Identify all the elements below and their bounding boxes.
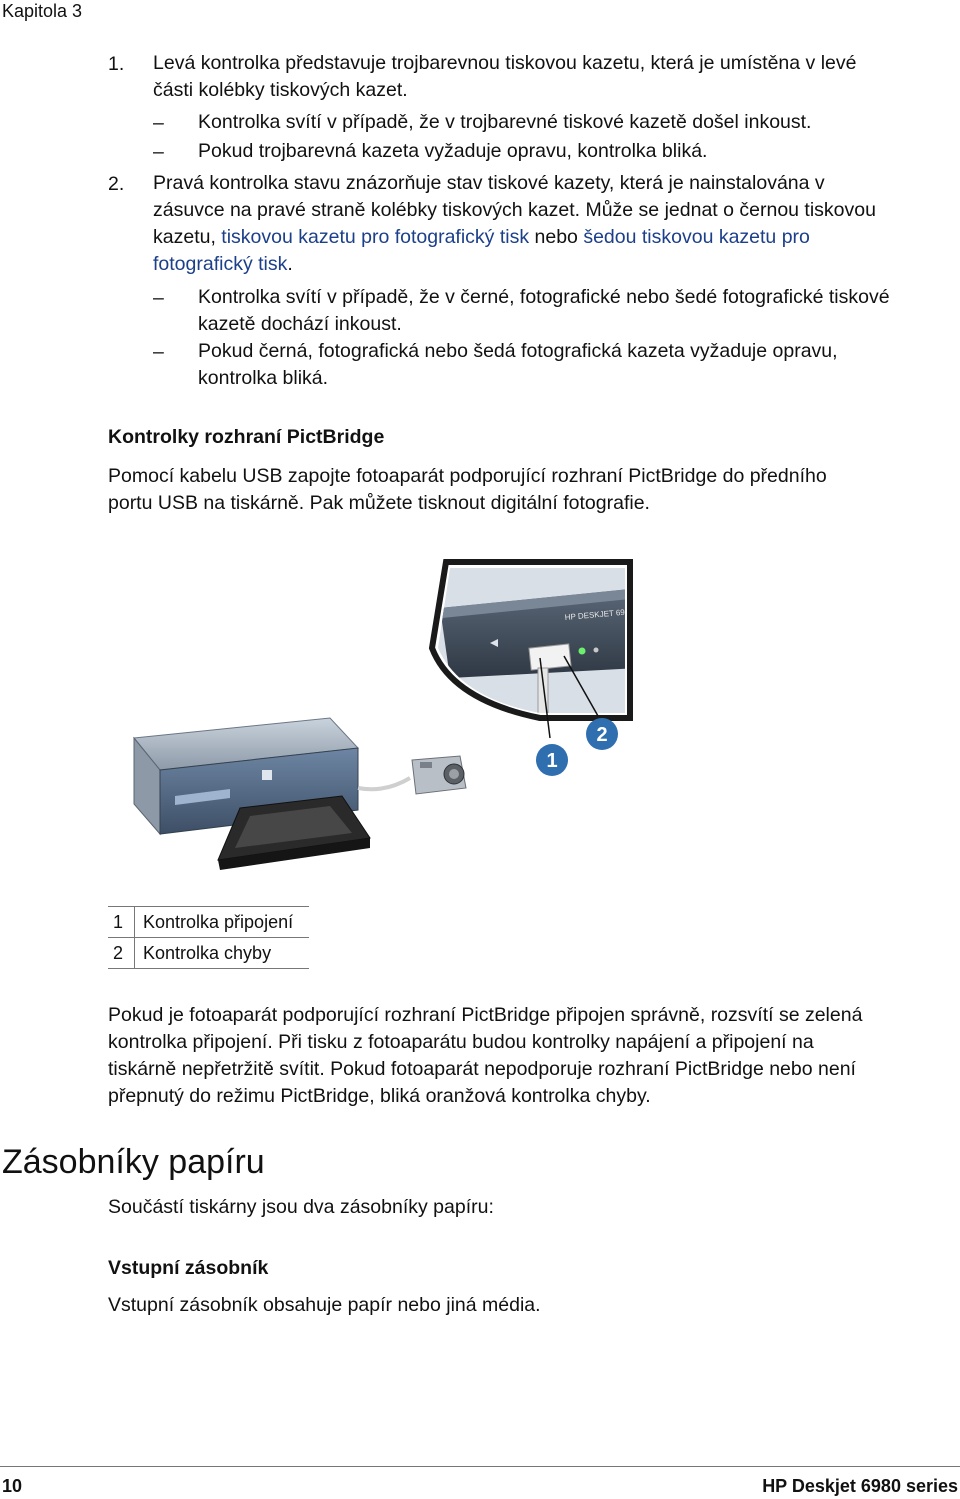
trays-intro: Součástí tiskárny jsou dva zásobníky pap… — [108, 1196, 494, 1218]
callout-1-label: 1 — [546, 750, 557, 772]
dash-icon: – — [153, 141, 164, 163]
list-number-2: 2. — [108, 173, 125, 195]
pictbridge-para2-line1: Pokud je fotoaparát podporující rozhraní… — [108, 1004, 863, 1026]
item2-line4: fotografický tisk. — [153, 251, 293, 278]
callout-legend-table: 1 Kontrolka připojení 2 Kontrolka chyby — [108, 906, 309, 969]
pictbridge-para2-line4: přepnutý do režimu PictBridge, bliká ora… — [108, 1085, 651, 1107]
item1-bullet2: Pokud trojbarevná kazeta vyžaduje opravu… — [198, 140, 708, 162]
item2-line1: Pravá kontrolka stavu znázorňuje stav ti… — [153, 172, 825, 194]
product-name: HP Deskjet 6980 series — [762, 1476, 958, 1496]
pictbridge-para1-line1: Pomocí kabelu USB zapojte fotoaparát pod… — [108, 465, 827, 487]
item2-bullet2-line1: Pokud černá, fotografická nebo šedá foto… — [198, 340, 838, 362]
legend-text: Kontrolka chyby — [143, 942, 272, 963]
legend-num: 2 — [108, 937, 135, 969]
section-title-trays: Zásobníky papíru — [2, 1143, 265, 1181]
dash-icon: – — [153, 341, 164, 363]
table-row: 2 Kontrolka chyby — [108, 937, 309, 969]
gray-photo-cartridge-link[interactable]: šedou tiskovou kazetu pro — [583, 226, 810, 248]
item2-line4-period: . — [287, 253, 293, 275]
list-number-1: 1. — [108, 53, 125, 75]
pictbridge-para2-line3: tiskárně nepřetržitě svítit. Pokud fotoa… — [108, 1058, 856, 1080]
legend-num: 1 — [108, 906, 135, 938]
item2-line2: zásuvce na pravé straně kolébky tiskovýc… — [153, 199, 876, 221]
page-number: 10 — [2, 1476, 23, 1496]
section-heading-pictbridge: Kontrolky rozhraní PictBridge — [108, 426, 385, 448]
chapter-label: Kapitola 3 — [2, 1, 83, 21]
zoom-bubble: HP DESKJET 6980 — [428, 559, 633, 721]
pictbridge-para2-line2: kontrolka připojení. Při tisku z fotoapa… — [108, 1031, 814, 1053]
power-icon — [490, 639, 498, 647]
printer-camera-illustration: HP DESKJET 6980 1 2 — [133, 559, 633, 870]
gray-photo-cartridge-link-cont[interactable]: fotografický tisk — [153, 253, 288, 275]
pictbridge-para1-line2: portu USB na tiskárně. Pak můžete tiskno… — [108, 492, 650, 514]
printer-drawing — [133, 717, 412, 870]
subheading-input-tray: Vstupní zásobník — [108, 1257, 269, 1279]
item2-line3-text-a: kazetu, — [153, 226, 222, 248]
callout-2 — [586, 718, 618, 750]
item2-line3: kazetu, tiskovou kazetu pro fotografický… — [153, 224, 810, 251]
item1-bullet1: Kontrolka svítí v případě, že v trojbare… — [198, 111, 812, 133]
item2-line3-text-b: nebo — [529, 226, 584, 248]
item2-bullet1-line1: Kontrolka svítí v případě, že v černé, f… — [198, 286, 890, 308]
legend-text: Kontrolka připojení — [143, 911, 294, 932]
camera-drawing — [411, 755, 467, 795]
callout-2-label: 2 — [596, 724, 607, 746]
item2-bullet1-line2: kazetě dochází inkoust. — [198, 313, 402, 335]
hp-logo-icon — [262, 770, 272, 780]
connection-led-icon — [578, 647, 586, 655]
item2-bullet2-line2: kontrolka bliká. — [198, 367, 329, 389]
table-row: 1 Kontrolka připojení — [108, 906, 309, 938]
input-tray-text: Vstupní zásobník obsahuje papír nebo jin… — [108, 1294, 541, 1316]
dash-icon: – — [153, 112, 164, 134]
item1-line1: Levá kontrolka představuje trojbarevnou … — [153, 52, 857, 74]
callout-1 — [536, 744, 568, 776]
error-led-icon — [593, 647, 599, 653]
dash-icon: – — [153, 287, 164, 309]
footer-divider — [0, 1466, 960, 1467]
photo-cartridge-link[interactable]: tiskovou kazetu pro fotografický tisk — [221, 226, 530, 248]
item1-line2: části kolébky tiskových kazet. — [153, 79, 408, 101]
